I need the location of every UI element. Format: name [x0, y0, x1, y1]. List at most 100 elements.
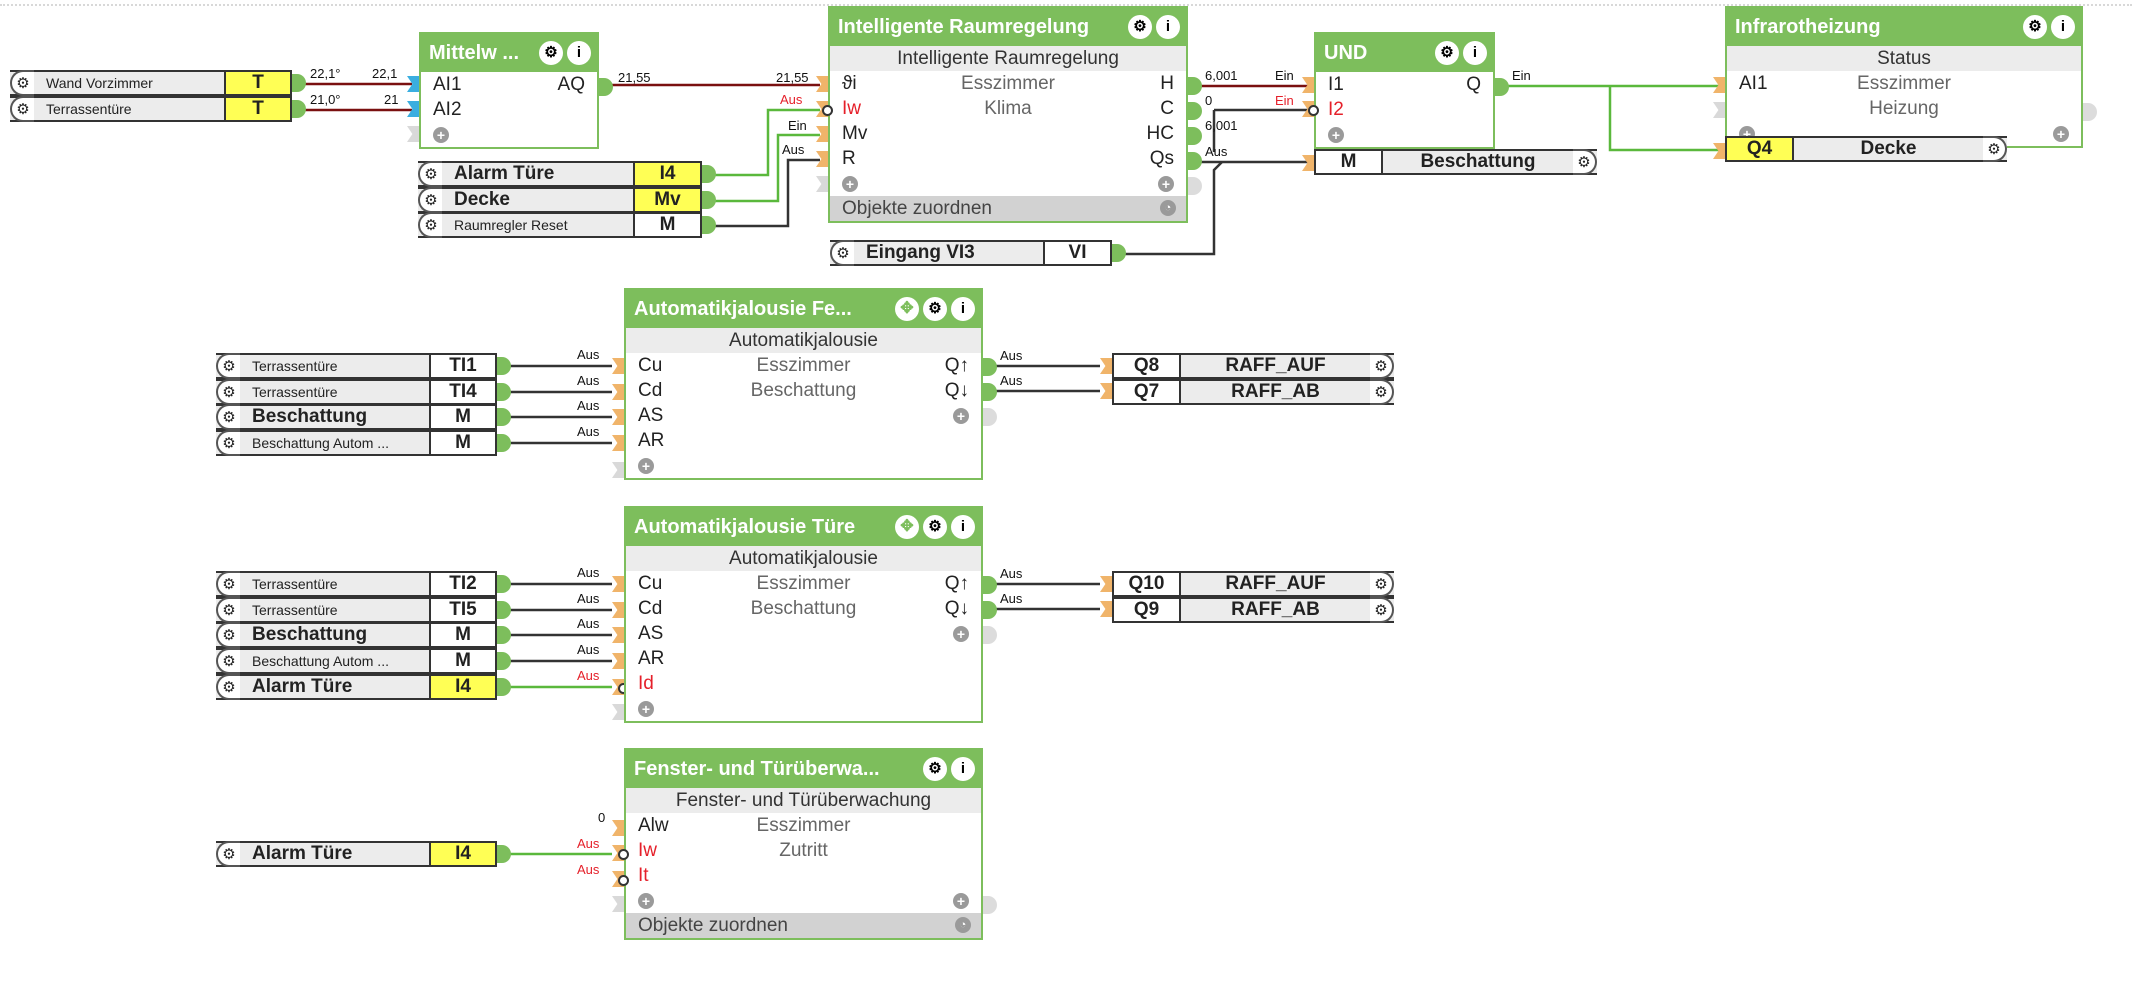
block-header[interactable]: Mittelw ...⚙i — [421, 34, 597, 72]
gear-icon[interactable]: ⚙ — [418, 212, 442, 238]
gear-icon[interactable]: ⚙ — [1983, 136, 2007, 162]
input-connector[interactable] — [612, 384, 624, 400]
io-object-beschattung-auto-a[interactable]: ⚙Beschattung Autom ...M — [216, 430, 497, 456]
gear-icon[interactable]: ⚙ — [216, 674, 240, 700]
wire[interactable] — [1608, 86, 1719, 152]
output-connector[interactable] — [292, 74, 306, 92]
add-input-icon[interactable]: + — [1328, 122, 1344, 147]
output-connector[interactable] — [497, 575, 511, 593]
gear-icon[interactable]: ⚙ — [1128, 15, 1152, 39]
output-connector[interactable] — [1495, 78, 1509, 96]
output-connector[interactable] — [983, 576, 997, 594]
gear-icon[interactable]: ⚙ — [216, 571, 240, 597]
add-output-icon[interactable]: + — [953, 621, 969, 646]
gear-icon[interactable]: ⚙ — [1435, 41, 1459, 65]
output-connector[interactable] — [983, 626, 997, 644]
gear-icon[interactable]: ⚙ — [539, 41, 563, 65]
block-header[interactable]: UND⚙i — [1316, 34, 1493, 72]
output-connector[interactable] — [497, 626, 511, 644]
input-connector[interactable] — [816, 151, 828, 167]
output-connector[interactable] — [983, 358, 997, 376]
output-connector[interactable] — [702, 216, 716, 234]
gear-icon[interactable]: ⚙ — [1573, 149, 1597, 175]
output-connector[interactable] — [1112, 244, 1126, 262]
input-connector[interactable] — [612, 462, 624, 478]
add-output-icon[interactable]: + — [953, 888, 969, 913]
clock-icon[interactable]: ◔ — [955, 917, 971, 933]
gear-icon[interactable]: ⚙ — [1370, 597, 1394, 623]
input-connector[interactable] — [612, 627, 624, 643]
output-connector[interactable] — [983, 601, 997, 619]
output-connector[interactable] — [497, 678, 511, 696]
output-connector[interactable] — [497, 408, 511, 426]
gear-icon[interactable]: ⚙ — [418, 161, 442, 187]
input-connector[interactable] — [1100, 576, 1112, 592]
input-connector[interactable] — [612, 653, 624, 669]
gear-icon[interactable]: ⚙ — [216, 430, 240, 456]
gear-icon[interactable]: ⚙ — [216, 622, 240, 648]
output-connector[interactable] — [983, 408, 997, 426]
gear-icon[interactable]: ⚙ — [216, 404, 240, 430]
wire[interactable] — [710, 158, 820, 228]
input-connector[interactable] — [1713, 102, 1725, 118]
input-connector[interactable] — [1100, 358, 1112, 374]
output-connector[interactable] — [497, 434, 511, 452]
input-connector[interactable] — [816, 176, 828, 192]
add-input-icon[interactable]: + — [842, 171, 858, 196]
output-connector[interactable] — [983, 896, 997, 914]
gear-icon[interactable]: ⚙ — [216, 379, 240, 405]
gear-icon[interactable]: ⚙ — [10, 96, 34, 122]
info-icon[interactable]: i — [2051, 15, 2075, 39]
input-connector[interactable] — [612, 602, 624, 618]
output-connector[interactable] — [983, 383, 997, 401]
move-icon[interactable]: ✥ — [895, 297, 919, 321]
block-header[interactable]: Automatikjalousie Türe✥⚙i — [626, 508, 981, 546]
assign-objects-bar[interactable]: Objekte zuordnen◔ — [830, 196, 1186, 221]
output-connector[interactable] — [1188, 77, 1202, 95]
gear-icon[interactable]: ⚙ — [1370, 379, 1394, 405]
info-icon[interactable]: i — [951, 297, 975, 321]
block-header[interactable]: Intelligente Raumregelung⚙i — [830, 8, 1186, 46]
info-icon[interactable]: i — [1463, 41, 1487, 65]
input-connector[interactable] — [407, 76, 419, 92]
gear-icon[interactable]: ⚙ — [1370, 353, 1394, 379]
output-connector[interactable] — [1188, 177, 1202, 195]
output-connector[interactable] — [1188, 152, 1202, 170]
input-connector[interactable] — [1713, 143, 1725, 159]
add-input-icon[interactable]: + — [433, 122, 449, 147]
add-input-icon[interactable]: + — [638, 696, 654, 721]
add-output-icon[interactable]: + — [2053, 121, 2069, 146]
output-connector[interactable] — [292, 100, 306, 118]
add-output-icon[interactable]: + — [953, 403, 969, 428]
output-connector[interactable] — [497, 383, 511, 401]
gear-icon[interactable]: ⚙ — [923, 515, 947, 539]
add-input-icon[interactable]: + — [638, 453, 654, 478]
gear-icon[interactable]: ⚙ — [923, 297, 947, 321]
output-connector[interactable] — [1188, 102, 1202, 120]
input-connector[interactable] — [612, 435, 624, 451]
input-connector[interactable] — [612, 820, 624, 836]
gear-icon[interactable]: ⚙ — [10, 70, 34, 96]
gear-icon[interactable]: ⚙ — [2023, 15, 2047, 39]
input-connector[interactable] — [816, 126, 828, 142]
output-connector[interactable] — [1188, 127, 1202, 145]
